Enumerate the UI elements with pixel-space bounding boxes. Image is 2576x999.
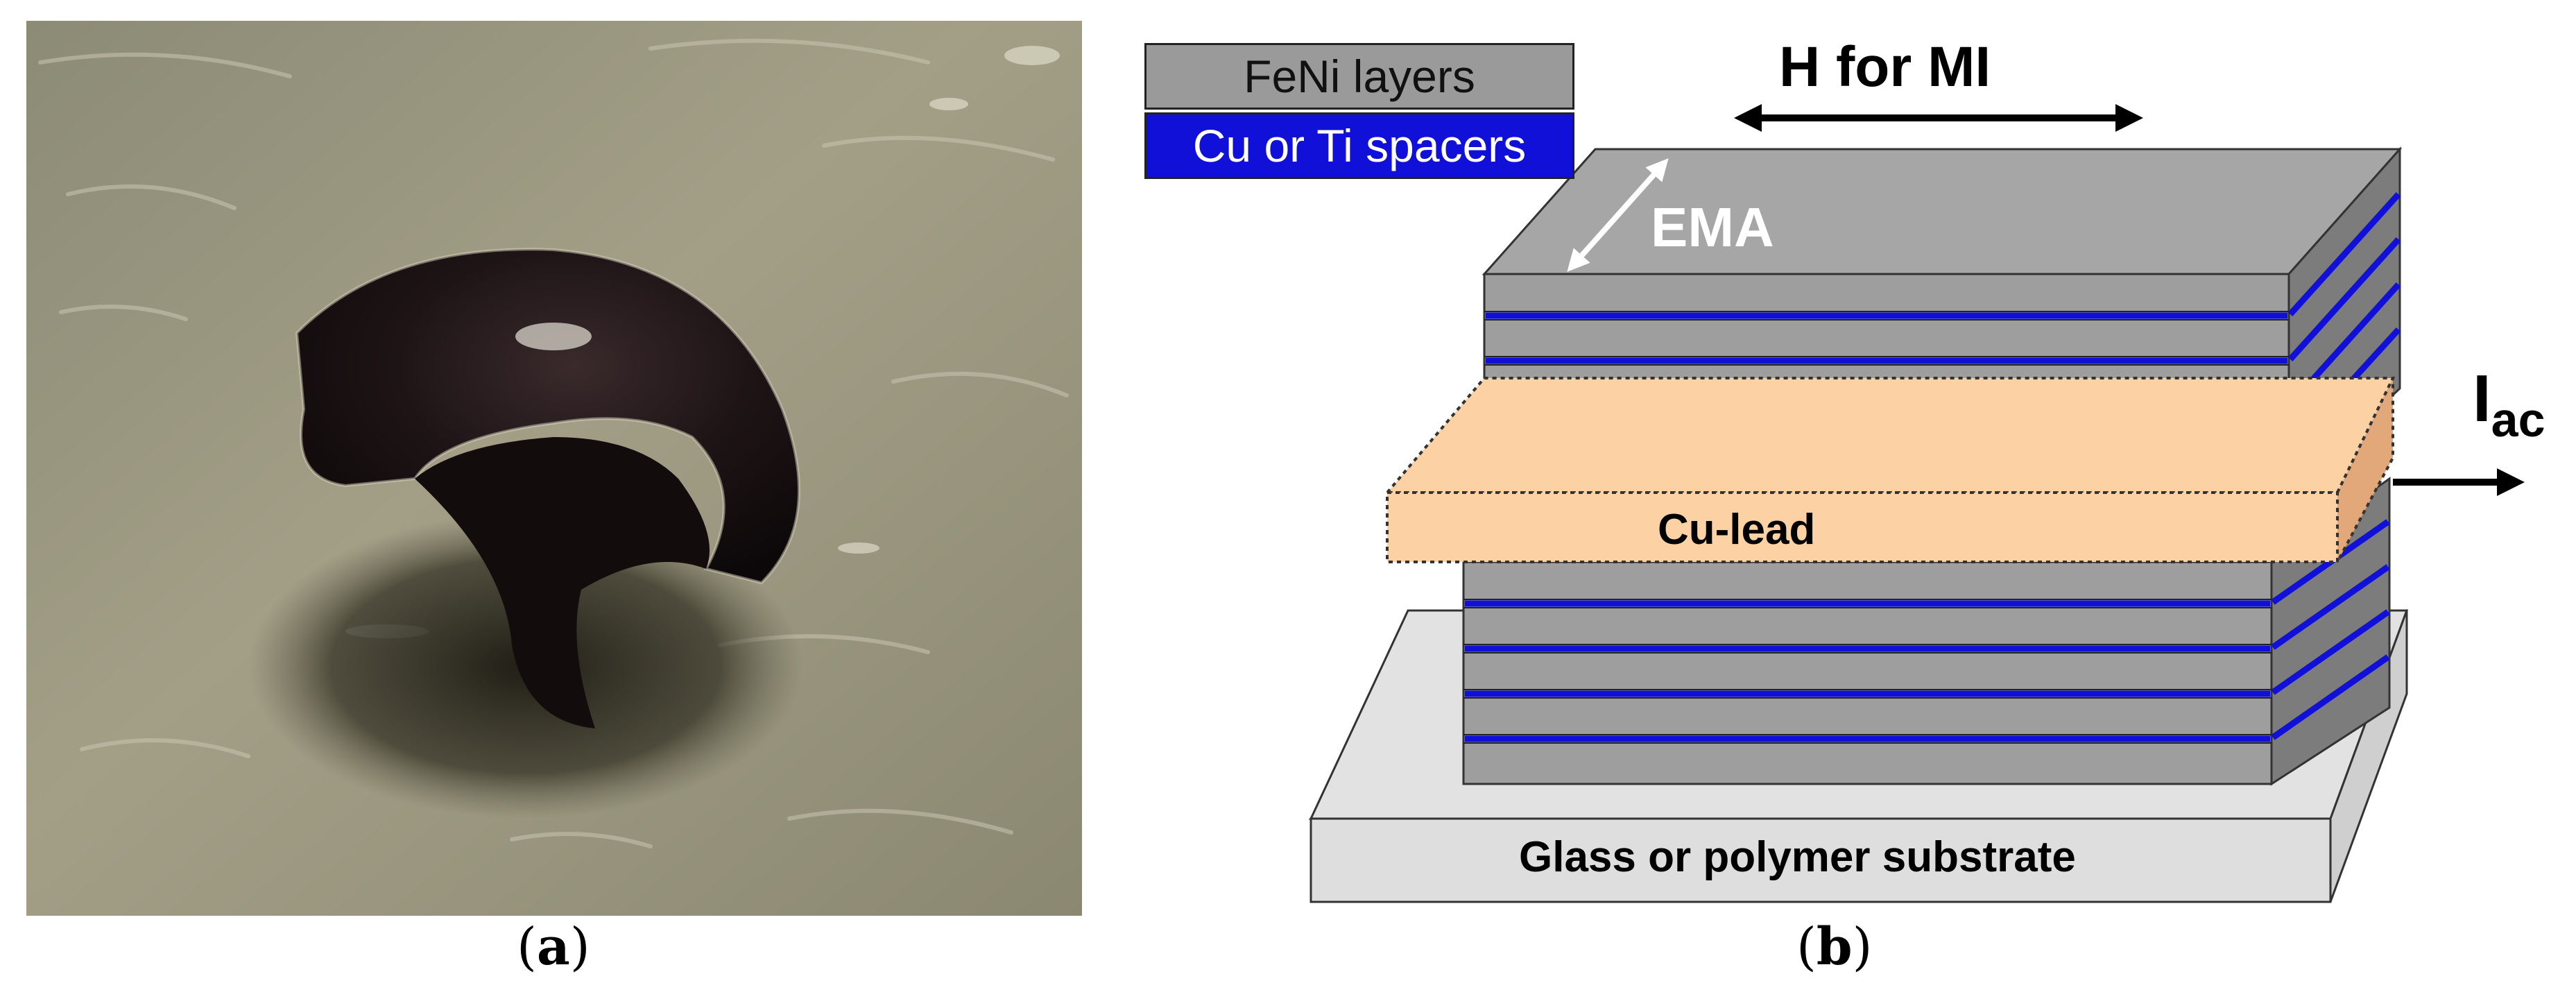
- panel-a-caption: (a): [517, 917, 590, 977]
- sample-photo: [26, 21, 1082, 916]
- current-label: Iac: [2473, 361, 2545, 447]
- legend-spacer-label: Cu or Ti spacers: [1192, 120, 1527, 171]
- cu-lead-top: [1384, 377, 2396, 494]
- cu-lead-label: Cu-lead: [1658, 506, 1816, 554]
- lower-stack-front: [1462, 561, 2273, 785]
- ribbon-highlight: [515, 323, 592, 350]
- caption-a-letter: a: [536, 917, 570, 977]
- caption-a-close: ): [569, 917, 590, 977]
- cu-lead: [1384, 377, 2396, 563]
- current-label-sub: ac: [2491, 393, 2545, 447]
- caption-a-open: (: [517, 917, 537, 977]
- legend-spacer: Cu or Ti spacers: [1144, 112, 1574, 179]
- lower-spacers: [1465, 519, 2390, 742]
- curled-ribbon: [295, 248, 800, 585]
- cu-lead-side: [2336, 377, 2394, 563]
- caption-b-letter: b: [1816, 917, 1853, 977]
- easy-axis-arrow: [1567, 158, 1669, 272]
- easy-axis-label: EMA: [1651, 196, 1774, 258]
- lower-outlines: [1463, 599, 2272, 744]
- legend-feni: FeNi layers: [1144, 43, 1574, 110]
- substrate-label: Glass or polymer substrate: [1519, 833, 2076, 881]
- caption-b-open: (: [1796, 917, 1817, 977]
- caption-b-close: ): [1852, 917, 1873, 977]
- current-label-main: I: [2473, 361, 2491, 436]
- cu-lead-front: [1386, 491, 2339, 563]
- panel-b-caption: (b): [1796, 917, 1873, 977]
- substrate-front: [1310, 817, 2332, 903]
- water-streaks: [38, 38, 1069, 848]
- field-direction-label: H for MI: [1779, 35, 1991, 99]
- legend-feni-label: FeNi layers: [1244, 51, 1475, 102]
- ribbon-inner: [415, 437, 710, 728]
